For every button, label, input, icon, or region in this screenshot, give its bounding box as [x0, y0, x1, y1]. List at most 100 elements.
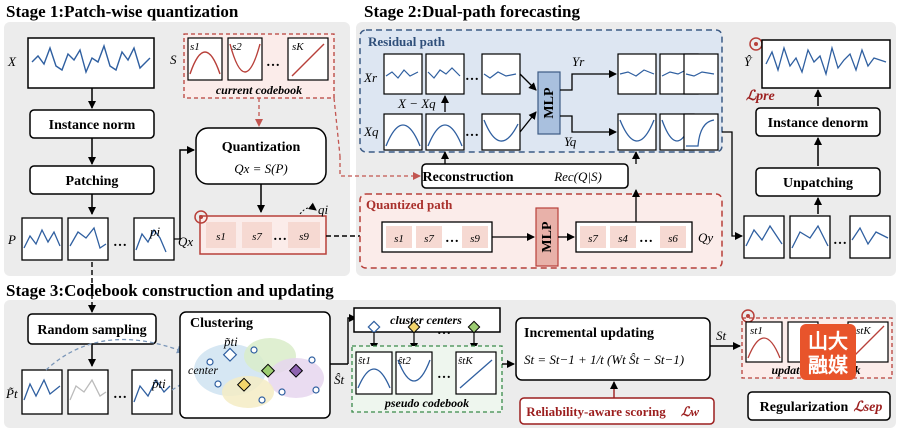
pseudo-codebook-label: pseudo codebook	[384, 396, 469, 410]
stage2-title: Stage 2:Dual-path forecasting	[364, 2, 580, 21]
reliability-loss: ℒw	[681, 404, 699, 419]
svg-text:…: …	[113, 387, 127, 402]
quantization-eq: Qx = S(P)	[234, 161, 288, 176]
cluster-centers-label: cluster centers	[390, 313, 462, 327]
input-series-line	[31, 43, 151, 75]
svg-text:…: …	[465, 125, 479, 140]
svg-text:s4: s4	[618, 233, 628, 245]
residual-path-label: Residual path	[368, 34, 446, 49]
svg-text:…: …	[266, 55, 280, 70]
update-equation: St = St−1 + 1/t (Wt Ŝt − St−1)	[524, 352, 684, 367]
center-label: center	[188, 363, 218, 377]
xr-patch-1	[383, 53, 423, 95]
codeword-sk	[287, 37, 329, 81]
svg-text:s6: s6	[668, 233, 678, 245]
label-qx: Qx	[178, 234, 193, 249]
quantization-label: Quantization	[222, 140, 301, 155]
label-yr: Yr	[572, 54, 585, 69]
svg-text:s1: s1	[190, 41, 200, 53]
codeword-s1	[187, 37, 223, 81]
reconstruction-box	[421, 163, 629, 189]
yr-patch-1	[617, 53, 657, 95]
codeword-s2	[227, 37, 263, 81]
watermark-line1: 山大	[808, 329, 848, 353]
xq-patch-2	[425, 113, 465, 151]
residual-mlp	[537, 71, 561, 135]
label-x: X	[7, 54, 17, 69]
label-s: S	[170, 52, 177, 67]
xq-patch-1	[383, 113, 423, 151]
label-pt: P̃t	[5, 386, 18, 401]
svg-text:…: …	[465, 69, 479, 84]
pseudo-codeword-1	[355, 351, 393, 395]
label-p: P	[7, 232, 16, 247]
label-x-minus-xq: X − Xq	[397, 96, 436, 111]
patching-label: Patching	[66, 174, 119, 189]
pseudo-codeword-k	[455, 351, 497, 395]
svg-text:ŝtK: ŝtK	[458, 355, 473, 367]
incremental-updating-label: Incremental updating	[524, 326, 654, 341]
label-xr: Xr	[363, 70, 378, 85]
label-st: St	[716, 328, 727, 343]
svg-text:s7: s7	[588, 233, 598, 245]
target-icon	[194, 210, 208, 224]
yq-patch-1	[617, 113, 657, 151]
instance-norm-label: Instance norm	[49, 118, 136, 133]
xq-patch-k	[481, 113, 521, 151]
svg-text:…: …	[445, 231, 459, 246]
label-qi: qi	[318, 202, 329, 217]
svg-text:s2: s2	[232, 41, 242, 53]
svg-text:…: …	[437, 323, 451, 338]
svg-text:ŝt2: ŝt2	[398, 355, 411, 367]
unpatching-box	[755, 167, 881, 197]
svg-text:s9: s9	[470, 233, 480, 245]
svg-text:…: …	[639, 231, 653, 246]
regularization-box	[747, 391, 891, 421]
label-yhat: Ŷ	[744, 54, 753, 69]
quantized-path-label: Quantized path	[366, 197, 453, 212]
label-xq: Xq	[363, 124, 379, 139]
clustering-label: Clustering	[190, 316, 253, 331]
watermark-logo	[800, 324, 856, 380]
label-pti: p̃ti	[151, 376, 166, 391]
stage1-title: Stage 1:Patch-wise quantization	[6, 2, 239, 21]
svg-text:st1: st1	[750, 325, 763, 337]
svg-text:s1: s1	[394, 233, 404, 245]
reliability-scoring-box	[519, 397, 715, 425]
label-pi: pi	[149, 224, 161, 239]
svg-text:s9: s9	[299, 231, 309, 243]
label-qy: Qy	[698, 230, 713, 245]
reconstruction-eq: Rec(Q|S)	[553, 169, 602, 184]
unpatching-label: Unpatching	[783, 176, 853, 191]
cluster-yellow	[222, 376, 274, 408]
input-series-box	[27, 37, 155, 89]
incremental-updating-box	[515, 317, 711, 381]
svg-text:MLP: MLP	[542, 87, 557, 119]
random-sampling-label: Random sampling	[37, 323, 146, 338]
svg-text:s7: s7	[424, 233, 434, 245]
stage3-title: Stage 3:Codebook construction and updati…	[6, 281, 334, 300]
qx-token-3	[288, 222, 320, 248]
svg-text:ŝt1: ŝt1	[358, 355, 371, 367]
instance-denorm-label: Instance denorm	[768, 116, 869, 131]
sample-patch-2	[67, 369, 109, 415]
qx-token-1	[206, 222, 236, 248]
regularization-loss: ℒsep	[854, 400, 883, 415]
current-codebook-label: current codebook	[216, 83, 302, 97]
svg-text:s7: s7	[252, 231, 262, 243]
reliability-scoring-label: Reliability-aware scoring	[526, 404, 666, 419]
svg-text:…: …	[113, 235, 127, 250]
pseudo-codeword-2	[395, 351, 433, 395]
prediction-series-box	[761, 39, 891, 89]
cluster-purple	[268, 358, 324, 398]
sample-patch-1	[21, 369, 63, 415]
svg-text:stK: stK	[856, 325, 871, 337]
updated-codeword-1	[745, 321, 783, 363]
label-yq: Yq	[564, 134, 577, 149]
loss-pre: ℒpre	[746, 89, 775, 104]
svg-text:…: …	[437, 367, 451, 382]
svg-text:s1: s1	[216, 231, 226, 243]
svg-text:sK: sK	[292, 41, 304, 53]
